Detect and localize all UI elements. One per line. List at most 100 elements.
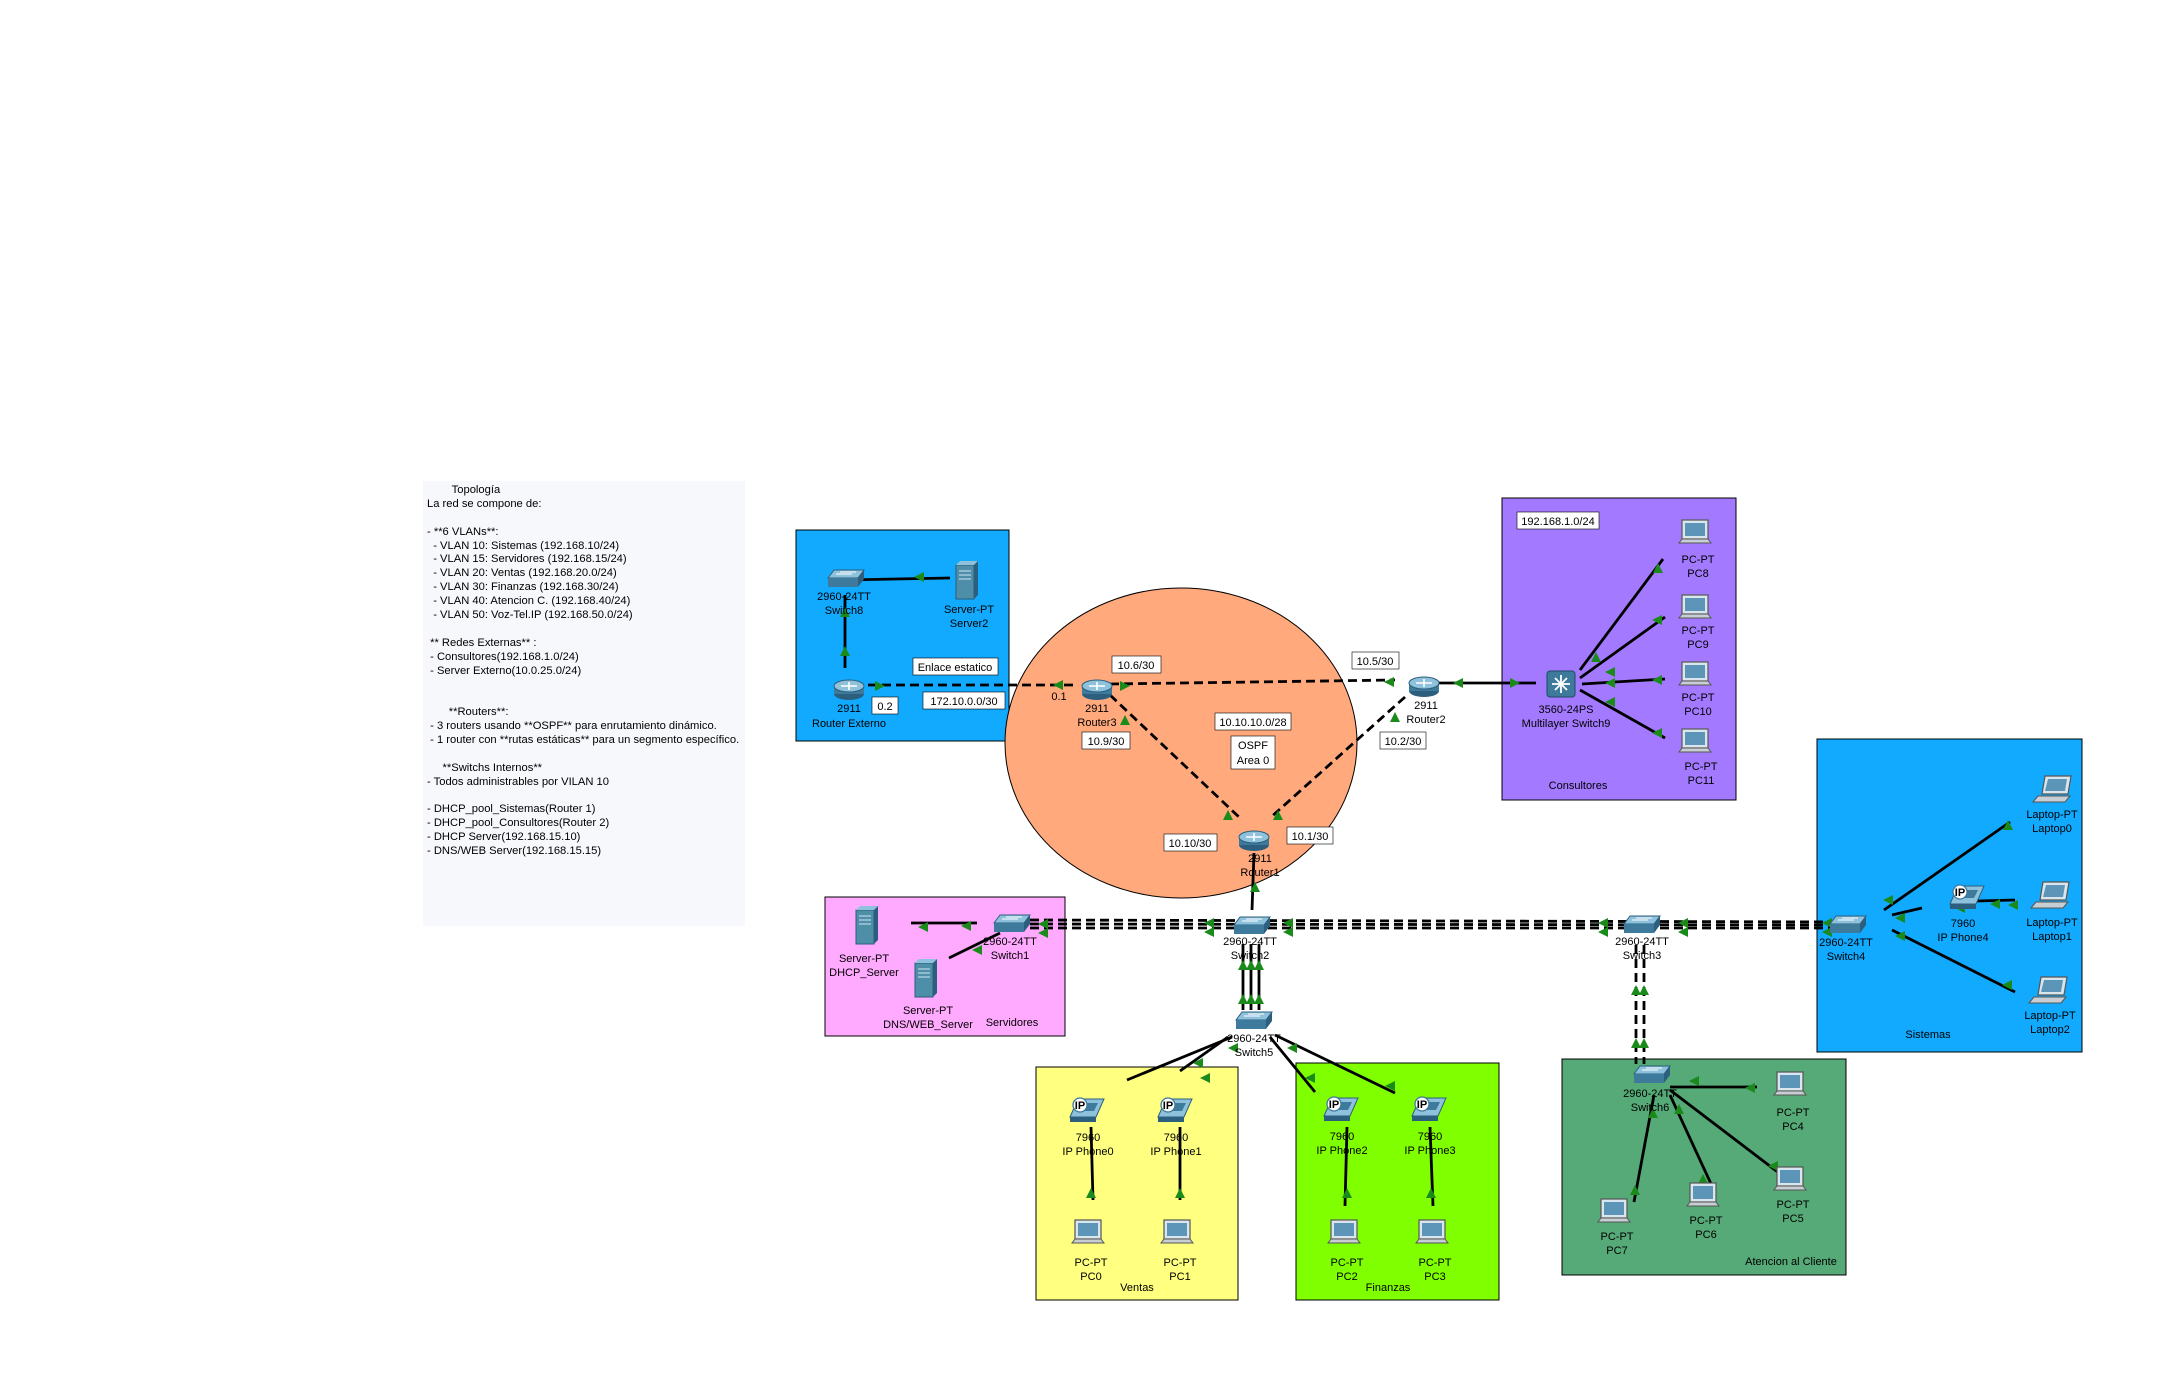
ip-label: 10.9/30: [1088, 736, 1125, 748]
link-up-arrow: [1305, 1073, 1315, 1083]
link-up-arrow: [1652, 675, 1662, 685]
pc-icon[interactable]: [1773, 1071, 1807, 1096]
switch-icon[interactable]: [1633, 1065, 1671, 1084]
link[interactable]: [1669, 1088, 1784, 1178]
device-model-label: 2960-24TT: [817, 591, 871, 603]
device-name-label: Multilayer Switch9: [1522, 718, 1611, 730]
device-name-label: Switch3: [1623, 950, 1662, 962]
device-name-label: DNS/WEB_Server: [883, 1019, 973, 1031]
link[interactable]: [1581, 677, 1666, 686]
device-model-label: 2960-24TT: [1819, 937, 1873, 949]
device-model-label: 7960: [1076, 1132, 1100, 1144]
link-up-arrow: [1639, 1038, 1649, 1048]
router-icon[interactable]: [1081, 679, 1113, 701]
link[interactable]: [1250, 852, 1256, 911]
link[interactable]: [1089, 1126, 1095, 1201]
link[interactable]: [1579, 688, 1666, 740]
device-name-label: Switch6: [1631, 1102, 1670, 1114]
device-model-label: PC-PT: [1331, 1257, 1364, 1269]
device-name-label: Router2: [1406, 714, 1445, 726]
zone-ventas: [1035, 1066, 1239, 1301]
switch-icon[interactable]: [993, 914, 1031, 933]
ip-phone-badge: IP: [1417, 1099, 1427, 1111]
link[interactable]: [1029, 922, 1851, 927]
device-name-label: PC5: [1782, 1213, 1803, 1225]
link[interactable]: [1268, 1036, 1317, 1093]
device-name-label: PC9: [1687, 639, 1708, 651]
switch-icon[interactable]: [1235, 1011, 1273, 1030]
link[interactable]: [1109, 678, 1396, 686]
switch-icon[interactable]: [1233, 916, 1271, 935]
link-up-arrow: [1223, 810, 1233, 820]
topology-notes[interactable]: Topología La red se compone de: - **6 VL…: [423, 481, 745, 926]
link-up-arrow: [1990, 899, 2000, 909]
pc-icon[interactable]: [1678, 661, 1712, 686]
pc-icon[interactable]: [1597, 1198, 1631, 1223]
link[interactable]: [1883, 820, 2011, 912]
link-up-arrow: [1175, 1188, 1185, 1198]
link-up-arrow: [918, 922, 928, 932]
link-up-arrow: [1883, 895, 1893, 905]
network-label: 192.168.1.0/24: [1521, 516, 1594, 528]
link[interactable]: [1891, 928, 2016, 994]
link-up-arrow: [1745, 1083, 1755, 1093]
pc-icon[interactable]: [1678, 728, 1712, 753]
server-icon[interactable]: [955, 560, 979, 600]
note-line: - VLAN 10: Sistemas (192.168.10/24): [427, 539, 620, 552]
link[interactable]: [1578, 558, 1665, 671]
link[interactable]: [1579, 615, 1666, 680]
device-name-label: PC6: [1695, 1229, 1716, 1241]
link-up-arrow: [1426, 1188, 1436, 1198]
label-box: [922, 691, 1006, 710]
device-model-label: PC-PT: [1690, 1215, 1723, 1227]
link-up-arrow: [1287, 1043, 1297, 1053]
link-up-arrow: [1246, 994, 1256, 1004]
server-icon[interactable]: [855, 905, 879, 945]
link[interactable]: [1269, 695, 1406, 820]
ip-phone-badge: IP: [1955, 887, 1965, 899]
pc-icon[interactable]: [1678, 519, 1712, 544]
pc-icon[interactable]: [1160, 1219, 1194, 1244]
link[interactable]: [1976, 898, 2016, 903]
device-name-label: IP Phone1: [1150, 1146, 1201, 1158]
link[interactable]: [1126, 1035, 1233, 1082]
device-model-label: 7960: [1951, 918, 1975, 930]
link-up-arrow: [840, 607, 850, 617]
device-model-label: Server-PT: [839, 953, 889, 965]
link-up-arrow: [1639, 985, 1649, 995]
link-up-arrow: [1653, 563, 1663, 573]
device-model-label: 2960-24TT: [983, 936, 1037, 948]
note-line: - VLAN 50: Voz-Tel.IP (192.168.50.0/24): [427, 609, 633, 622]
switch-icon[interactable]: [1829, 915, 1867, 934]
router-icon[interactable]: [1238, 830, 1270, 852]
pc-icon[interactable]: [1773, 1166, 1807, 1191]
server-icon[interactable]: [914, 958, 938, 998]
router-icon[interactable]: [1408, 676, 1440, 698]
switch-icon[interactable]: [827, 569, 865, 588]
link[interactable]: [1109, 693, 1241, 820]
device-model-label: PC-PT: [1601, 1231, 1634, 1243]
ip-label: 0.2: [877, 701, 892, 713]
link-up-arrow: [1038, 919, 1048, 929]
link-up-arrow: [961, 921, 971, 931]
device-model-label: 2960-24TT: [1615, 936, 1669, 948]
pc-icon[interactable]: [1678, 594, 1712, 619]
pc-icon[interactable]: [1415, 1219, 1449, 1244]
pc-icon[interactable]: [1071, 1219, 1105, 1244]
device-name-label: Laptop2: [2030, 1024, 2070, 1036]
link[interactable]: [948, 931, 1001, 960]
link[interactable]: [1891, 906, 1923, 917]
link-up-arrow: [1385, 1081, 1395, 1091]
link[interactable]: [1029, 918, 1851, 924]
switch-icon[interactable]: [1623, 915, 1661, 934]
pc-icon[interactable]: [1327, 1219, 1361, 1244]
link-up-arrow: [1120, 715, 1130, 725]
link-up-arrow: [914, 572, 924, 582]
device-model-label: 2911: [1085, 703, 1109, 715]
pc-icon[interactable]: [1686, 1182, 1720, 1207]
multilayer-switch-icon[interactable]: [1546, 670, 1576, 698]
note-line: - DHCP Server(192.168.15.10): [427, 831, 581, 844]
router-icon[interactable]: [833, 679, 865, 701]
device-name-label: PC8: [1687, 568, 1708, 580]
